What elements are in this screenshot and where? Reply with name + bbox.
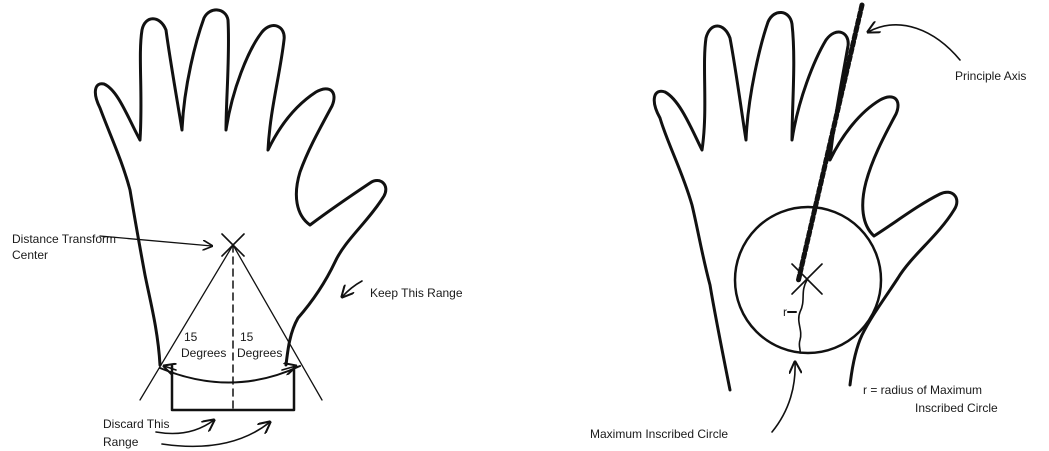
angle-right-number: 15 bbox=[240, 330, 254, 344]
keep-range-arrow bbox=[342, 281, 362, 297]
center-right-ray bbox=[233, 245, 322, 400]
principle-axis-label: Principle Axis bbox=[955, 69, 1026, 83]
discard-arrow-right bbox=[162, 422, 270, 446]
max-circle-arrow bbox=[772, 362, 795, 432]
radius-definition-line1: r = radius of Maximum bbox=[863, 383, 982, 397]
radius-symbol: r bbox=[783, 305, 787, 319]
radius-line bbox=[799, 280, 807, 353]
keep-range-label: Keep This Range bbox=[370, 286, 463, 300]
angle-left-number: 15 bbox=[184, 330, 198, 344]
angle-right-unit: Degrees bbox=[237, 346, 282, 360]
right-hand-figure: Principle Axis r r = radius of Maximum I… bbox=[590, 5, 1026, 441]
left-angle-arc bbox=[160, 366, 300, 383]
principle-axis-line bbox=[798, 5, 862, 282]
center-pointer-arrow bbox=[100, 236, 212, 246]
angle-left-unit: Degrees bbox=[181, 346, 226, 360]
right-hand-outline bbox=[654, 12, 957, 390]
max-circle-label: Maximum Inscribed Circle bbox=[590, 427, 728, 441]
left-hand-outline bbox=[95, 10, 385, 365]
discard-label-line1: Discard This bbox=[103, 417, 169, 431]
discard-label-line2: Range bbox=[103, 435, 139, 449]
radius-definition-line2: Inscribed Circle bbox=[915, 401, 998, 415]
principle-axis-arrow bbox=[868, 25, 960, 60]
center-label-line1: Distance Transform bbox=[12, 232, 116, 246]
center-label-line2: Center bbox=[12, 248, 48, 262]
left-hand-figure: Distance Transform Center Keep This Rang… bbox=[12, 10, 463, 449]
